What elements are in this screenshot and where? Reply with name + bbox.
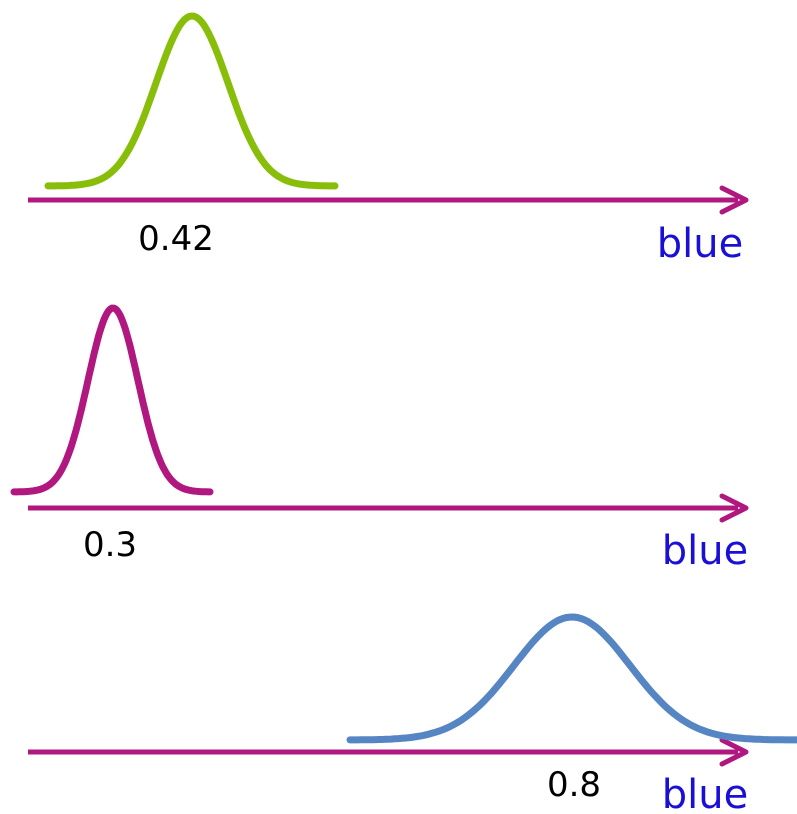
panel-1-distribution-curve xyxy=(44,12,339,190)
panel-1: 0.42 blue xyxy=(28,12,749,267)
arrowhead-right-icon xyxy=(719,493,749,523)
panel-2-axis-label: blue xyxy=(662,528,748,574)
panel-3-axis-label: blue xyxy=(662,772,748,814)
panel-3-distribution-curve xyxy=(346,613,797,744)
arrowhead-right-icon xyxy=(719,737,749,767)
panel-3-value-label: 0.8 xyxy=(547,765,601,805)
panel-2: 0.3 blue xyxy=(10,304,749,574)
panel-1-value-label: 0.42 xyxy=(138,219,214,259)
arrowhead-right-icon xyxy=(719,185,749,215)
panel-2-value-label: 0.3 xyxy=(83,525,137,565)
panel-1-axis-label: blue xyxy=(657,221,743,267)
panel-2-distribution-curve xyxy=(10,304,214,496)
panel-3: 0.8 blue xyxy=(28,613,797,814)
